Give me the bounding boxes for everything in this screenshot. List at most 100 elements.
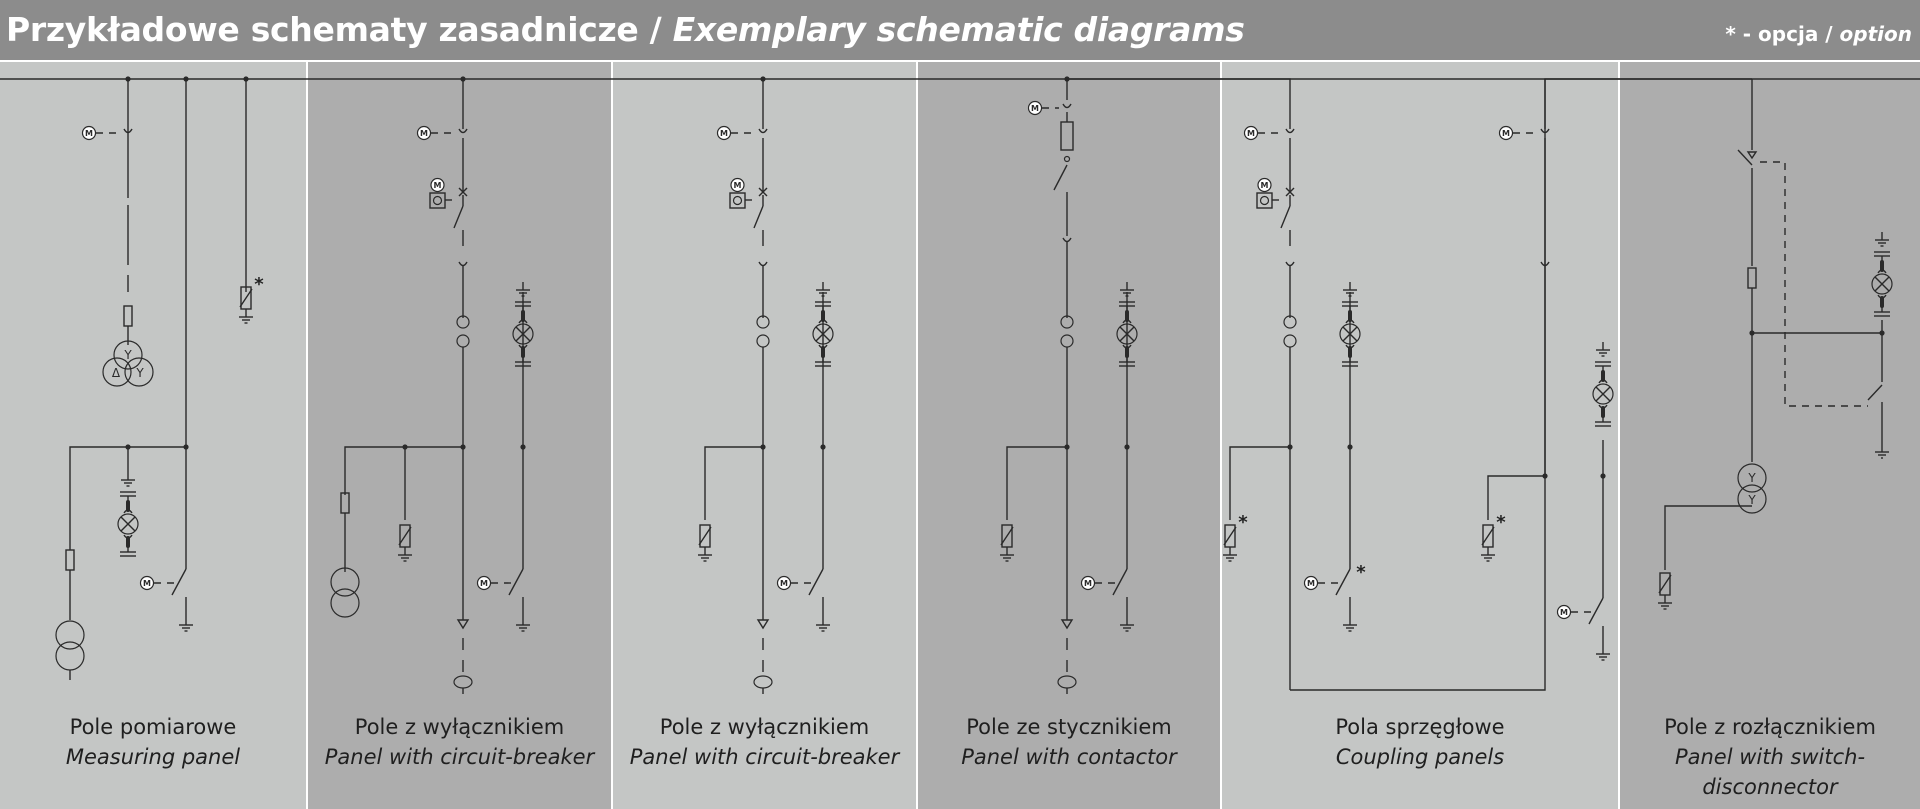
wire <box>1067 78 1291 129</box>
voltage-indicator-icon <box>1116 282 1138 367</box>
wire <box>453 205 464 229</box>
fuse-icon <box>1747 267 1757 289</box>
option-mark: * <box>1496 512 1506 533</box>
plug-in-contact <box>1285 128 1295 134</box>
voltage-indicator-icon <box>1592 342 1614 427</box>
option-legend-english: option <box>1839 22 1912 46</box>
motor-letter: M <box>420 129 428 138</box>
voltage-indicator-icon <box>1339 282 1361 367</box>
breaker-drive-spring <box>432 195 443 206</box>
motor-circle <box>416 125 432 141</box>
transformer-winding <box>1737 463 1767 493</box>
caption-english: Panel with contactor <box>961 745 1177 769</box>
option-mark: * <box>1356 562 1366 583</box>
motor-letter: M <box>734 181 742 190</box>
breaker-drive-box <box>729 192 746 209</box>
disconnector-icon: M <box>416 125 468 141</box>
caption-english: Panel with circuit-breaker <box>324 745 595 769</box>
ct-core <box>456 315 470 329</box>
breaker-drive-spring <box>732 195 743 206</box>
caption-polish: Pola sprzęgłowe <box>1335 715 1505 739</box>
motor-circle <box>430 177 445 193</box>
ct-core <box>756 315 770 329</box>
ct-core <box>1283 334 1297 348</box>
wire <box>239 288 253 308</box>
transformer-winding <box>55 641 85 671</box>
fuse-icon <box>65 549 75 571</box>
motor-circle <box>1027 100 1043 116</box>
wire <box>398 526 412 546</box>
motor-circle <box>139 575 155 591</box>
fuse-icon <box>340 492 350 514</box>
winding-label: Δ <box>112 366 121 380</box>
fuse-icon <box>1060 121 1074 151</box>
cable-arrow <box>1060 619 1074 630</box>
cable-head-icon <box>453 619 473 694</box>
wire <box>1867 384 1883 401</box>
page-title: Przykładowe schematy zasadnicze / Exempl… <box>6 10 1245 49</box>
wire <box>458 187 468 197</box>
earthing-switch-icon: M <box>476 447 530 632</box>
caption-polish: Pole pomiarowe <box>69 715 237 739</box>
transformer-winding <box>330 567 360 597</box>
power-transformer-icon <box>55 620 85 671</box>
ct-core <box>756 334 770 348</box>
motor-circle <box>1080 575 1096 591</box>
indicator-lamp <box>812 323 834 345</box>
earthing-switch-icon: M <box>1556 476 1610 661</box>
wire <box>1737 149 1753 166</box>
motor-circle <box>476 575 492 591</box>
earthing-switch-icon: M <box>776 447 830 632</box>
plug-in-contact <box>758 261 768 267</box>
motor-circle <box>1243 125 1259 141</box>
current-transformer-icon <box>456 315 470 348</box>
indicator-contact <box>1122 319 1132 324</box>
wire <box>758 187 768 197</box>
motor-circle <box>1303 575 1319 591</box>
wire <box>808 568 824 596</box>
caption-english: Panel with circuit-breaker <box>629 745 900 769</box>
motor-drive-icon: M <box>1498 125 1514 141</box>
vt-winding <box>124 357 154 387</box>
wire <box>1760 161 1868 407</box>
voltage-indicator-icon <box>512 282 534 367</box>
voltage-indicator-icon <box>812 282 834 367</box>
wire <box>1874 276 1890 292</box>
transformer-winding <box>1737 484 1767 514</box>
motor-drive-icon: M <box>139 575 155 591</box>
surge-arrester-icon <box>1658 572 1672 610</box>
title-english: Exemplary schematic diagrams <box>672 10 1245 49</box>
wire <box>698 526 712 546</box>
motor-drive-icon: M <box>1257 177 1272 193</box>
motor-drive-icon: M <box>416 125 432 141</box>
surge-arrester-icon <box>1481 524 1495 562</box>
winding-label: Y <box>1747 493 1756 507</box>
current-transformer-icon <box>756 315 770 348</box>
motor-drive-icon: M <box>476 575 492 591</box>
wire <box>1335 568 1351 596</box>
transformer-winding <box>330 588 360 618</box>
wire <box>1000 526 1014 546</box>
motor-drive-icon: M <box>1303 575 1319 591</box>
wire <box>1112 568 1128 596</box>
motor-circle <box>1257 177 1272 193</box>
motor-drive-icon: M <box>716 125 732 141</box>
indicator-contact <box>1877 269 1887 274</box>
cable-sensor <box>1057 675 1077 689</box>
option-mark: * <box>254 274 264 295</box>
wire <box>1481 526 1495 546</box>
motor-letter: M <box>1031 104 1039 113</box>
plug-in-contact <box>123 128 133 134</box>
indicator-contact <box>123 509 133 514</box>
surge-arrester-icon <box>1223 524 1237 562</box>
motor-letter: M <box>434 181 442 190</box>
wire <box>815 326 831 342</box>
wire <box>1595 386 1611 402</box>
cable-sensor <box>453 675 473 689</box>
contact-mark <box>1746 151 1758 160</box>
